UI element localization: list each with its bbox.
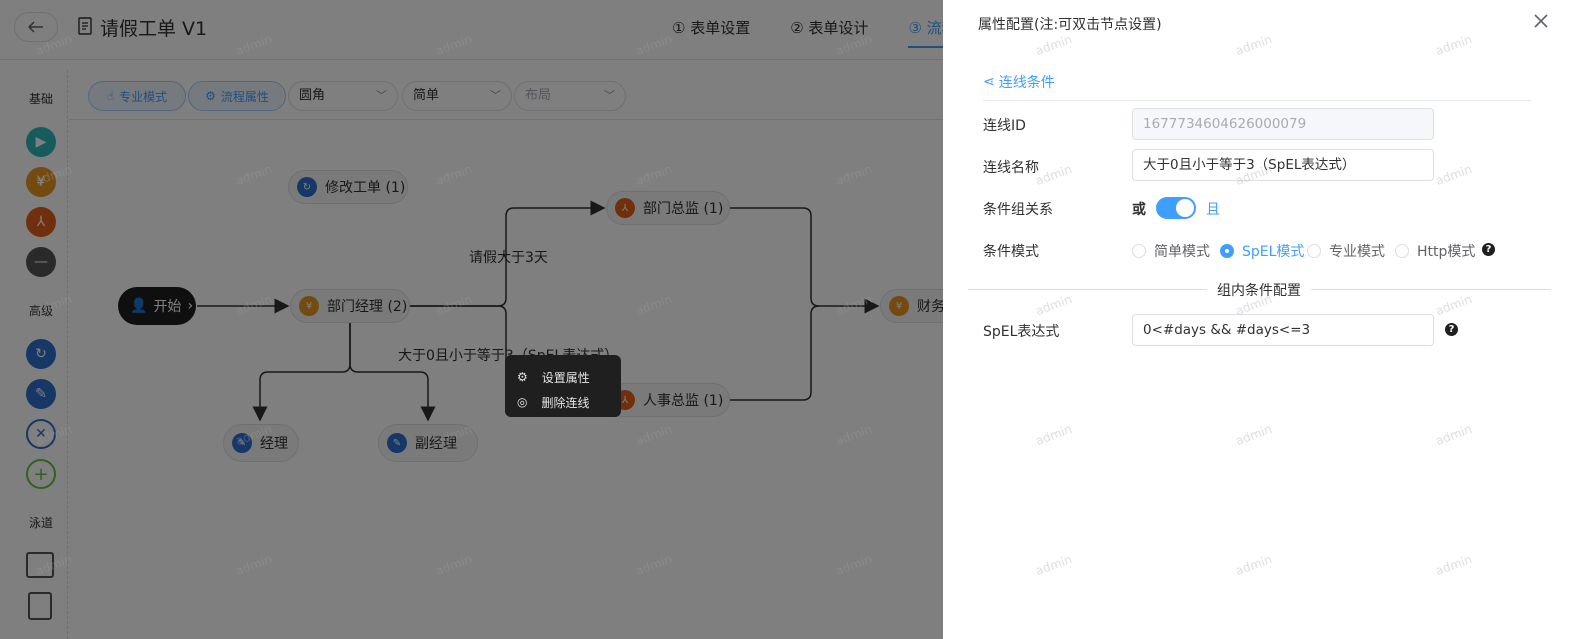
help-icon[interactable]: ? — [1482, 243, 1495, 256]
group-config-title: 组内条件配置 — [1207, 280, 1311, 300]
menu-item-set-props[interactable]: ⚙ 设置属性 — [517, 367, 590, 387]
gear-icon: ⚙ — [517, 370, 528, 384]
help-icon[interactable]: ? — [1445, 323, 1458, 336]
radio-label: SpEL模式 — [1242, 244, 1305, 260]
spel-label: SpEL表达式 — [983, 324, 1060, 340]
relation-and-label: 且 — [1206, 202, 1220, 218]
drawer-title: 属性配置(注:可双击节点设置) — [978, 17, 1162, 33]
menu-item-label: 设置属性 — [541, 370, 590, 385]
switch-knob — [1176, 199, 1194, 217]
tab-label: 连线条件 — [998, 75, 1055, 91]
radio-dot — [1307, 244, 1321, 258]
close-icon[interactable] — [1532, 12, 1550, 30]
group-relation-label: 条件组关系 — [983, 202, 1053, 218]
spel-expression-input[interactable]: 0<#days && #days<=3 — [1132, 314, 1434, 346]
radio-simple-mode[interactable]: 简单模式 — [1132, 241, 1210, 261]
relation-switch[interactable] — [1156, 197, 1196, 219]
radio-dot — [1132, 244, 1146, 258]
tab-edge-condition[interactable]: ⋖连线条件 — [983, 72, 1055, 92]
property-drawer: 属性配置(注:可双击节点设置) ⋖连线条件 连线ID 1677734604626… — [943, 0, 1574, 639]
radio-label: 专业模式 — [1329, 244, 1385, 260]
radio-pro-mode[interactable]: 专业模式 — [1307, 241, 1385, 261]
condition-mode-label: 条件模式 — [983, 244, 1039, 260]
modal-overlay[interactable] — [0, 0, 943, 639]
radio-label: 简单模式 — [1154, 244, 1210, 260]
radio-dot — [1395, 244, 1409, 258]
edge-id-input: 1677734604626000079 — [1132, 108, 1434, 140]
edge-context-menu: ⚙ 设置属性 ◎ 删除连线 — [505, 355, 621, 417]
edge-name-input[interactable]: 大于0且小于等于3（SpEL表达式） — [1132, 149, 1434, 181]
eye-off-icon: ◎ — [517, 395, 528, 409]
edge-id-label: 连线ID — [983, 118, 1026, 134]
menu-item-label: 删除连线 — [541, 395, 590, 410]
relation-or-label: 或 — [1132, 202, 1146, 218]
share-icon: ⋖ — [983, 74, 995, 90]
radio-spel-mode[interactable]: SpEL模式 — [1220, 241, 1304, 261]
menu-item-delete-edge[interactable]: ◎ 删除连线 — [517, 392, 590, 412]
radio-dot — [1220, 244, 1234, 258]
radio-http-mode[interactable]: Http模式 — [1395, 241, 1475, 261]
edge-name-label: 连线名称 — [983, 160, 1039, 176]
tab-divider — [983, 100, 1531, 101]
radio-label: Http模式 — [1417, 244, 1476, 260]
